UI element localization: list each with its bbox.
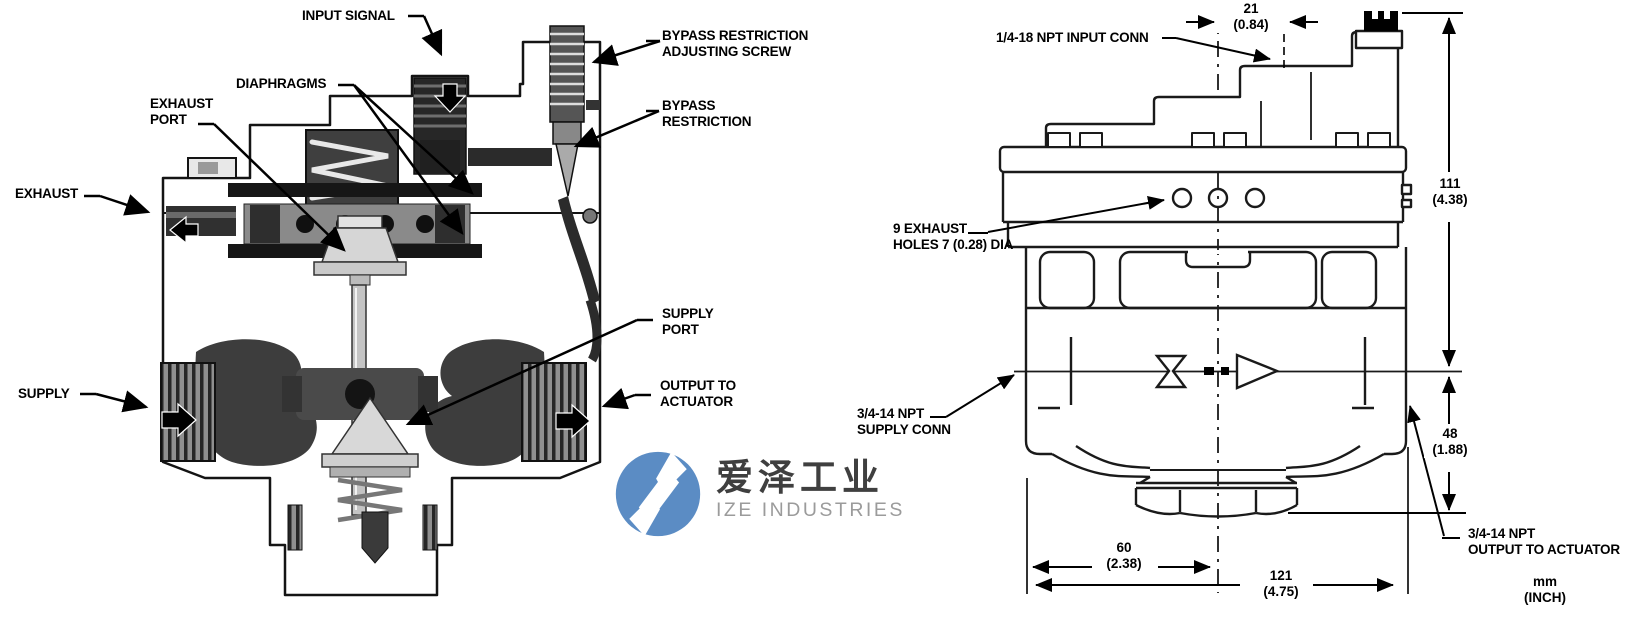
label-supply: SUPPLY <box>18 386 70 401</box>
dim-value-mm: 111 <box>1439 176 1461 191</box>
dim-value-mm: 48 <box>1442 426 1458 441</box>
brand-name-en: IZE INDUSTRIES <box>716 499 905 521</box>
label-line: SUPPLY CONN <box>857 422 951 437</box>
lower-valve-plug <box>321 396 419 564</box>
exhaust-hole <box>1207 187 1229 209</box>
label-line: BYPASS <box>662 98 716 113</box>
label-line: PORT <box>662 322 699 337</box>
dimension-graphics <box>930 10 1466 594</box>
flow-direction-symbol <box>1154 353 1281 390</box>
output-flow-arrow-icon <box>555 403 591 439</box>
label-exhaust-port: EXHAUST PORT <box>150 96 213 128</box>
dim-value-inch: (2.38) <box>1106 556 1142 571</box>
dim-111: 111 (4.38) <box>1424 176 1476 208</box>
label-supply-conn: 3/4-14 NPT SUPPLY CONN <box>857 406 951 438</box>
watermark: 爱泽工业 IZE INDUSTRIES <box>612 448 905 540</box>
label-line: 9 EXHAUST <box>893 221 967 236</box>
label-line: (INCH) <box>1524 590 1566 605</box>
watermark-text: 爱泽工业 IZE INDUSTRIES <box>716 448 905 522</box>
label-line: HOLES 7 (0.28) DIA <box>893 237 1014 252</box>
label-line: SUPPLY <box>662 306 714 321</box>
dim-21: 21 (0.84) <box>1217 1 1285 33</box>
label-input-signal: INPUT SIGNAL <box>302 8 395 23</box>
label-output-to-actuator: OUTPUT TO ACTUATOR <box>660 378 736 410</box>
label-diaphragms: DIAPHRAGMS <box>236 76 327 91</box>
dim-value-inch: (1.88) <box>1432 442 1468 457</box>
label-line: OUTPUT TO <box>660 378 736 393</box>
supply-flow-arrow-icon <box>161 402 197 438</box>
label-line: EXHAUST <box>150 96 214 111</box>
ize-logo-icon <box>615 451 701 537</box>
label-supply-port: SUPPLY PORT <box>662 306 714 338</box>
label-line: OUTPUT TO ACTUATOR <box>1468 542 1620 557</box>
dim-121: 121 (4.75) <box>1249 568 1313 600</box>
brand-name-cn: 爱泽工业 <box>716 456 884 499</box>
label-line: BYPASS RESTRICTION <box>662 28 809 43</box>
dim-value-mm: 21 <box>1243 1 1259 16</box>
label-line: 3/4-14 NPT <box>1468 526 1536 541</box>
label-line: 3/4-14 NPT <box>857 406 925 421</box>
label-line: RESTRICTION <box>662 114 752 129</box>
dim-value-mm: 60 <box>1116 540 1132 555</box>
label-bypass-restriction: BYPASS RESTRICTION <box>662 98 752 130</box>
flow-arrows <box>161 83 591 439</box>
label-bypass-adjusting-screw: BYPASS RESTRICTION ADJUSTING SCREW <box>662 28 808 60</box>
exhaust-hole <box>1244 187 1266 209</box>
label-units: mm (INCH) <box>1512 574 1578 606</box>
dim-value-inch: (4.38) <box>1432 192 1468 207</box>
cutaway-leader-lines <box>80 14 661 426</box>
label-output-conn: 3/4-14 NPT OUTPUT TO ACTUATOR <box>1468 526 1620 558</box>
label-line: ACTUATOR <box>660 394 733 409</box>
dim-60: 60 (2.38) <box>1093 540 1155 572</box>
dim-value-inch: (4.75) <box>1263 584 1299 599</box>
label-line: PORT <box>150 112 187 127</box>
exhaust-flow-arrow-icon <box>169 215 199 245</box>
booster-side-view <box>998 11 1413 518</box>
label-line: mm <box>1532 574 1557 589</box>
supply-galleries <box>195 339 545 466</box>
cutaway-illustration <box>80 14 661 597</box>
label-line: ADJUSTING SCREW <box>662 44 792 59</box>
dim-48: 48 (1.88) <box>1424 426 1476 458</box>
dim-value-inch: (0.84) <box>1233 17 1269 32</box>
dim-value-mm: 121 <box>1269 568 1293 583</box>
input-flow-arrow-icon <box>433 83 467 113</box>
label-exhaust: EXHAUST <box>15 186 79 201</box>
bypass-adjusting-screw <box>549 25 600 197</box>
label-exhaust-holes: 9 EXHAUST HOLES 7 (0.28) DIA <box>893 221 1013 253</box>
exhaust-hole <box>1171 187 1193 209</box>
label-input-conn: 1/4-18 NPT INPUT CONN <box>996 30 1149 45</box>
